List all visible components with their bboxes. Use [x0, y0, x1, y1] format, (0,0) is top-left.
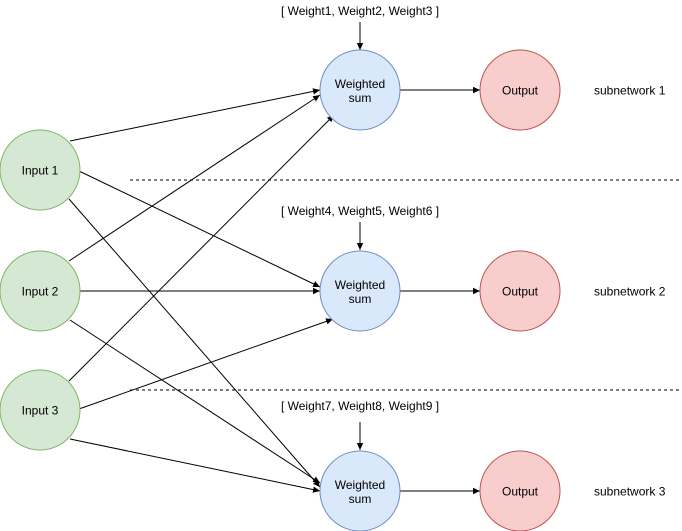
- output-node-2-label: Output: [502, 285, 539, 299]
- output-node-3-label: Output: [502, 485, 539, 499]
- input-node-3-label: Input 3: [22, 404, 59, 418]
- edge-input1-sum3: [68, 198, 321, 488]
- subnetwork-3: [ Weight7, Weight8, Weight9 ] Weighted s…: [281, 399, 666, 531]
- weighted-sum-node-3: [319, 450, 401, 531]
- input-node-2-circle: [0, 250, 81, 332]
- weighted-sum-node-2: [319, 250, 401, 332]
- output-node-1: [479, 49, 561, 131]
- input-node-1-label: Input 1: [22, 164, 59, 178]
- weighted-sum-3-label-line2: sum: [349, 492, 372, 506]
- input-edges: [68, 88, 335, 493]
- edge-input2-sum1: [68, 94, 321, 262]
- output-node-2: [479, 250, 561, 332]
- edge-input1-sum2: [78, 170, 321, 288]
- weighted-sum-node-1: [319, 49, 401, 131]
- edge-input3-sum2: [78, 318, 334, 410]
- subnetwork-2: [ Weight4, Weight5, Weight6 ] Weighted s…: [281, 204, 666, 332]
- edge-input2-sum3: [69, 319, 321, 484]
- output-node-3: [479, 450, 561, 531]
- input-node-2: Input 2: [0, 250, 81, 332]
- weighted-sum-3-label-line1: Weighted: [335, 478, 385, 492]
- weighted-sum-2-label-line1: Weighted: [335, 278, 385, 292]
- subnetwork-3-label: subnetwork 3: [594, 485, 666, 499]
- edge-input3-sum1: [68, 114, 335, 382]
- weighted-sum-1-label-line2: sum: [349, 91, 372, 105]
- weighted-sum-2-label-line2: sum: [349, 292, 372, 306]
- subnetwork-2-label: subnetwork 2: [594, 285, 666, 299]
- weights-label-2: [ Weight4, Weight5, Weight6 ]: [281, 204, 439, 218]
- subnetwork-1-label: subnetwork 1: [594, 84, 666, 98]
- input-node-3-circle: [0, 369, 81, 451]
- input-node-1-circle: [0, 129, 81, 211]
- edge-input3-sum3: [69, 438, 321, 493]
- weighted-sum-1-label-line1: Weighted: [335, 77, 385, 91]
- edge-input1-sum1: [69, 88, 321, 142]
- input-node-3: Input 3: [0, 369, 81, 451]
- input-node-1: Input 1: [0, 129, 81, 211]
- subnetwork-1: [ Weight1, Weight2, Weight3 ] Weighted s…: [281, 4, 666, 131]
- weights-label-1: [ Weight1, Weight2, Weight3 ]: [281, 4, 439, 18]
- input-node-2-label: Input 2: [22, 285, 59, 299]
- weights-label-3: [ Weight7, Weight8, Weight9 ]: [281, 399, 439, 413]
- output-node-1-label: Output: [502, 84, 539, 98]
